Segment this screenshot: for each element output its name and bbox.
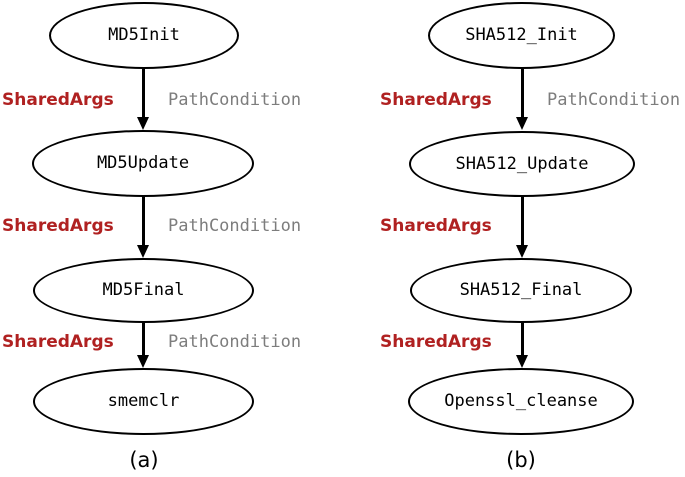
node-label: smemclr <box>107 391 180 411</box>
node-label: SHA512_Final <box>459 280 583 300</box>
edge-line <box>521 197 524 245</box>
edge-label-sharedargs: SharedArgs <box>380 332 492 352</box>
edge-label-pathcondition: PathCondition <box>168 332 302 352</box>
panel-caption-b: (b) <box>506 448 536 472</box>
edge-line <box>142 197 145 245</box>
edge-line <box>521 69 524 117</box>
edge-label-pathcondition: PathCondition <box>168 90 302 110</box>
node-label: SHA512_Init <box>465 25 578 45</box>
edge-label-pathcondition: PathCondition <box>168 216 302 236</box>
edge-arrowhead <box>516 245 528 258</box>
panel-caption-a: (a) <box>129 448 159 472</box>
node-sha512-update[interactable]: SHA512_Update <box>409 131 635 197</box>
edge-label-sharedargs: SharedArgs <box>380 90 492 110</box>
node-sha512-final[interactable]: SHA512_Final <box>410 258 632 323</box>
node-label: Openssl_cleanse <box>444 391 598 411</box>
panel-a: MD5Init SharedArgs PathCondition MD5Upda… <box>2 2 302 472</box>
edge-arrowhead <box>516 355 528 368</box>
edge-arrowhead <box>137 355 149 368</box>
edge-label-sharedargs: SharedArgs <box>2 90 114 110</box>
edge-line <box>521 322 524 355</box>
edge-arrowhead <box>137 117 149 130</box>
node-smemclr[interactable]: smemclr <box>33 368 254 435</box>
edge-label-sharedargs: SharedArgs <box>2 216 114 236</box>
edge-arrowhead <box>137 245 149 258</box>
edge-label-sharedargs: SharedArgs <box>380 216 492 236</box>
node-label: MD5Update <box>96 153 190 173</box>
node-md5update[interactable]: MD5Update <box>32 130 254 197</box>
edge-line <box>142 69 145 117</box>
edge-label-sharedargs: SharedArgs <box>2 332 114 352</box>
edge-arrowhead <box>516 117 528 130</box>
edge-label-pathcondition: PathCondition <box>547 90 681 110</box>
node-label: SHA512_Update <box>455 153 589 174</box>
node-label: MD5Final <box>102 280 185 300</box>
node-openssl-cleanse[interactable]: Openssl_cleanse <box>408 368 634 435</box>
node-sha512-init[interactable]: SHA512_Init <box>428 2 615 69</box>
node-md5final[interactable]: MD5Final <box>33 258 254 323</box>
node-md5init[interactable]: MD5Init <box>49 2 239 69</box>
edge-line <box>142 322 145 355</box>
panel-b: SHA512_Init SharedArgs PathCondition SHA… <box>342 0 685 477</box>
node-label: MD5Init <box>108 25 180 45</box>
